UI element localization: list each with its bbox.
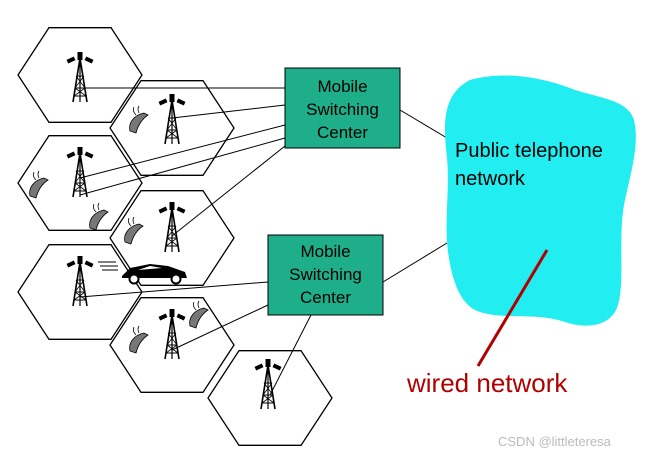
- cellphone-icon: [129, 325, 149, 354]
- link-cell3b-msc1: [79, 137, 286, 196]
- msc-label-line3: Center: [317, 123, 368, 142]
- link-cell6-msc2: [171, 304, 269, 351]
- msc-label-line3: Center: [300, 288, 351, 307]
- link-cell4-msc1: [171, 145, 286, 237]
- link-msc2-pstn: [382, 242, 448, 283]
- cloud-label-line1: Public telephone: [455, 140, 603, 162]
- tower-icon: [65, 255, 95, 307]
- mobile-switching-center-top: Mobile Switching Center: [284, 67, 401, 149]
- mobile-switching-center-bottom: Mobile Switching Center: [267, 234, 384, 316]
- cellphone-icon: [29, 170, 49, 199]
- tower-icon: [157, 93, 187, 145]
- hexagon-cell: [109, 297, 235, 393]
- cellphone-icon: [129, 105, 149, 134]
- hexagon-cell: [207, 350, 333, 446]
- hexagon-cell: [17, 135, 143, 231]
- link-cell5-msc2: [79, 281, 269, 298]
- msc-label-line1: Mobile: [300, 242, 350, 261]
- hexagon-cell: [109, 80, 235, 176]
- hexagon-cell: [17, 244, 143, 340]
- tower-icon: [157, 201, 187, 253]
- watermark: CSDN @littleteresa: [498, 434, 612, 449]
- wired-network-pointer: [476, 249, 549, 367]
- hexagon-cell: [109, 190, 235, 286]
- wired-network-label: wired network: [406, 368, 568, 398]
- tower-icon: [253, 358, 283, 410]
- hexagon-cell: [17, 27, 143, 123]
- msc-label-line1: Mobile: [317, 77, 367, 96]
- cellphone-icon: [124, 216, 144, 245]
- tower-icon: [157, 308, 187, 360]
- link-cell7-msc2: [269, 312, 313, 396]
- link-msc1-pstn: [399, 109, 448, 139]
- link-cell3-msc1: [79, 124, 286, 179]
- msc-label-line2: Switching: [289, 265, 362, 284]
- cellphone-icon: [89, 202, 109, 231]
- cloud-label-line2: network: [455, 168, 526, 190]
- connection-lines: [79, 87, 448, 396]
- tower-icon: [65, 51, 95, 103]
- cellphone-icon: [189, 300, 209, 329]
- public-telephone-network-cloud: [444, 75, 636, 326]
- link-cell2-msc1: [171, 104, 286, 119]
- car-icon: [98, 261, 187, 285]
- msc-label-line2: Switching: [306, 100, 379, 119]
- tower-icon: [65, 146, 95, 198]
